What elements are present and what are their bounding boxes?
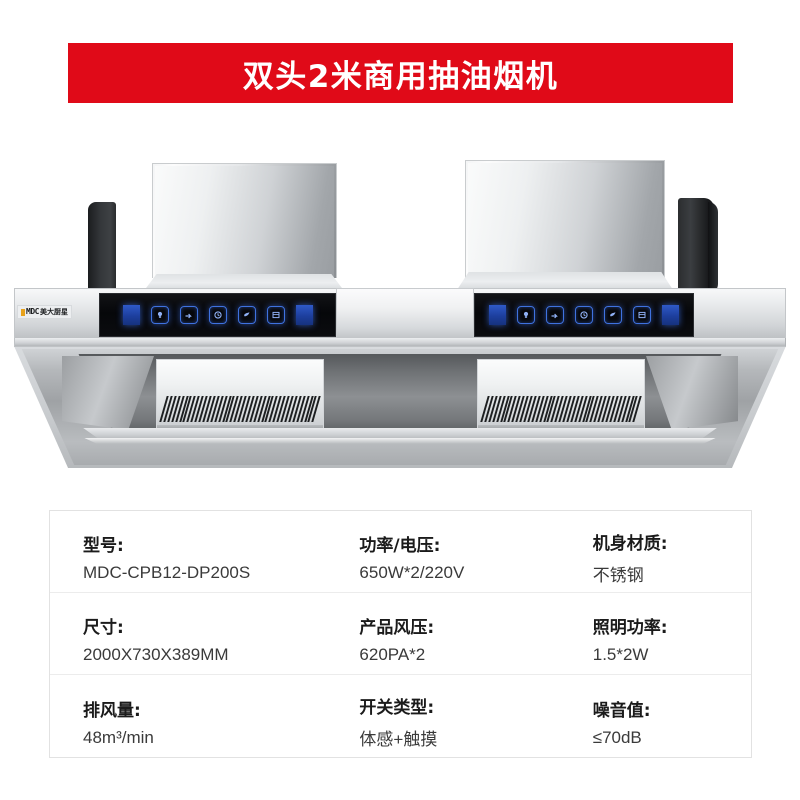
control-panel-left[interactable] — [99, 293, 336, 337]
spec-label: 功率/电压: — [359, 536, 441, 557]
hood-mid-trim — [14, 338, 786, 347]
spec-value: ≤70dB — [592, 727, 642, 747]
canopy-bottom-edge — [84, 438, 716, 444]
spec-label: 尺寸: — [83, 618, 124, 639]
light-button-right[interactable] — [517, 306, 535, 324]
table-row: 排风量: 48m³/min 开关类型: 体感+触摸 噪音值: ≤70dB — [50, 675, 751, 757]
spec-cell-model: 型号: MDC-CPB12-DP200S — [50, 511, 337, 592]
filter-louvers-left — [159, 396, 321, 422]
wind-button-left[interactable] — [237, 306, 256, 324]
control-panel-right[interactable] — [474, 293, 694, 337]
timer-button-left[interactable] — [208, 306, 227, 324]
hood-center-block — [336, 288, 474, 340]
spec-cell-power-voltage: 功率/电压: 650W*2/220V — [337, 511, 568, 592]
fan-speed-button-right[interactable] — [546, 306, 564, 324]
chimney-stack-left — [152, 163, 337, 278]
light-button-left[interactable] — [150, 306, 169, 324]
grease-filter-right — [477, 359, 645, 431]
filter-bottom-bar-left — [157, 425, 323, 430]
spec-cell-lighting-power: 照明功率: 1.5*2W — [569, 593, 751, 674]
spec-label: 照明功率: — [592, 618, 668, 639]
banner-title: 双头2米商用抽油烟机 — [242, 58, 559, 95]
spec-value: 体感+触摸 — [359, 730, 438, 750]
spec-cell-dimensions: 尺寸: 2000X730X389MM — [50, 593, 337, 674]
logo-mark-text: MDC — [26, 307, 39, 316]
grease-filter-left — [156, 359, 324, 431]
power-cap-right-icon[interactable] — [295, 305, 313, 325]
table-row: 型号: MDC-CPB12-DP200S 功率/电压: 650W*2/220V … — [50, 511, 751, 593]
chimney-stack-right-face — [468, 163, 662, 278]
spec-cell-air-pressure: 产品风压: 620PA*2 — [337, 593, 568, 674]
duct-lip — [708, 202, 718, 294]
power-cap-right-icon-r[interactable] — [662, 305, 679, 325]
logo-accent-dot — [21, 308, 25, 316]
exhaust-duct-right-icon — [678, 198, 718, 298]
spec-cell-switch-type: 开关类型: 体感+触摸 — [337, 675, 568, 757]
spec-label: 噪音值: — [592, 700, 651, 721]
fan-speed-button-left[interactable] — [179, 306, 198, 324]
clean-button-right[interactable] — [633, 306, 651, 324]
spec-value: 650W*2/220V — [359, 563, 465, 583]
wind-button-right[interactable] — [604, 306, 622, 324]
spec-value: MDC-CPB12-DP200S — [83, 563, 251, 583]
chimney-stack-right — [465, 160, 665, 278]
power-cap-left-icon[interactable] — [122, 305, 140, 325]
spec-value: 48m³/min — [83, 727, 154, 747]
spec-label: 机身材质: — [592, 533, 668, 554]
title-banner: 双头2米商用抽油烟机 — [68, 43, 733, 103]
spec-table: 型号: MDC-CPB12-DP200S 功率/电压: 650W*2/220V … — [49, 510, 752, 758]
brand-logo: MDC 美大厨星 — [17, 305, 72, 319]
clean-button-left[interactable] — [266, 306, 285, 324]
spec-cell-noise-level: 噪音值: ≤70dB — [569, 675, 751, 757]
logo-cn-text: 美大厨星 — [39, 307, 68, 316]
power-cap-left-icon-r[interactable] — [489, 305, 506, 325]
spec-cell-air-volume: 排风量: 48m³/min — [50, 675, 337, 757]
timer-button-right[interactable] — [575, 306, 593, 324]
spec-value: 2000X730X389MM — [83, 645, 229, 665]
filter-louvers-right — [480, 396, 642, 422]
spec-value: 不锈钢 — [592, 565, 644, 585]
exhaust-duct-left-icon — [88, 202, 116, 297]
spec-label: 型号: — [83, 536, 124, 557]
spec-cell-body-material: 机身材质: 不锈钢 — [569, 511, 751, 592]
spec-value: 1.5*2W — [592, 645, 649, 665]
spec-label: 产品风压: — [359, 618, 435, 639]
spec-label: 排风量: — [83, 700, 141, 721]
product-image: MDC 美大厨星 — [0, 130, 800, 480]
chimney-stack-left-face — [155, 166, 334, 278]
table-row: 尺寸: 2000X730X389MM 产品风压: 620PA*2 照明功率: 1… — [50, 593, 751, 675]
spec-value: 620PA*2 — [359, 645, 426, 665]
spec-label: 开关类型: — [359, 698, 435, 719]
filter-bottom-bar-right — [478, 425, 644, 430]
